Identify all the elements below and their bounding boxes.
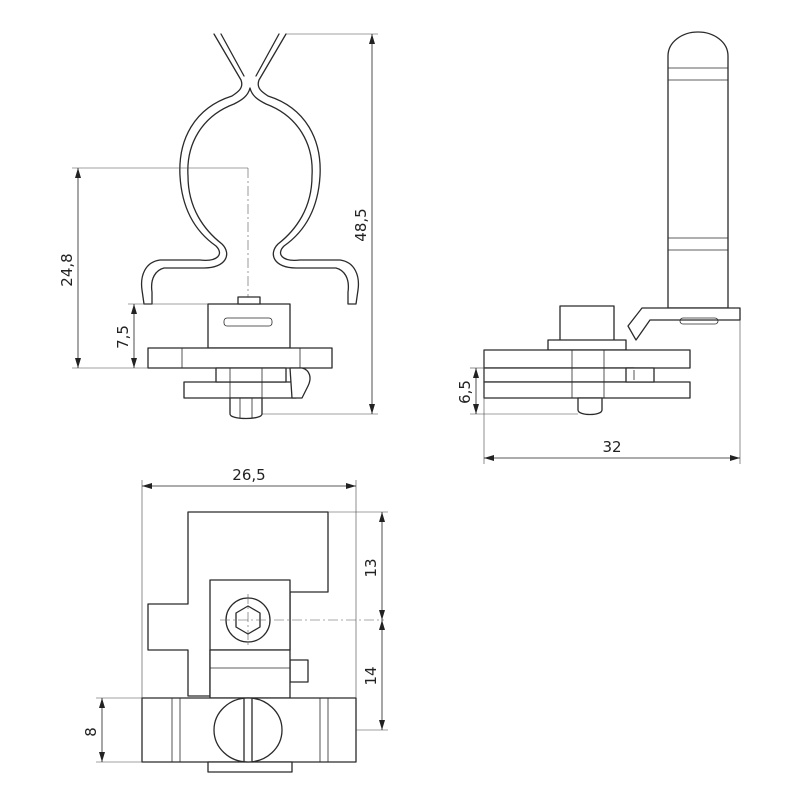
dim-24-8: 24,8 (58, 253, 76, 286)
side-view (483, 31, 741, 416)
front-view (140, 33, 360, 420)
top-dimensions: 26,5 13 14 8 (82, 466, 388, 763)
dim-8: 8 (82, 727, 100, 737)
dim-26-5: 26,5 (232, 466, 265, 484)
front-spring-clip (140, 33, 360, 305)
side-upright-bar (667, 31, 729, 309)
front-upper-plate (147, 347, 333, 369)
front-lower-plate (183, 381, 297, 399)
side-dimensions: 6,5 32 (456, 320, 741, 464)
dim-14: 14 (362, 666, 380, 685)
dim-7-5: 7,5 (114, 325, 132, 349)
slotted-screw-icon (213, 697, 283, 763)
top-bolt-block (209, 579, 291, 651)
front-dimensions: 48,5 24,8 7,5 (58, 33, 378, 415)
dim-48-5: 48,5 (352, 208, 370, 241)
side-upper-plate (483, 349, 691, 369)
dim-6-5: 6,5 (456, 380, 474, 404)
dim-32: 32 (602, 438, 621, 456)
dim-13: 13 (362, 558, 380, 577)
top-view (141, 511, 384, 773)
